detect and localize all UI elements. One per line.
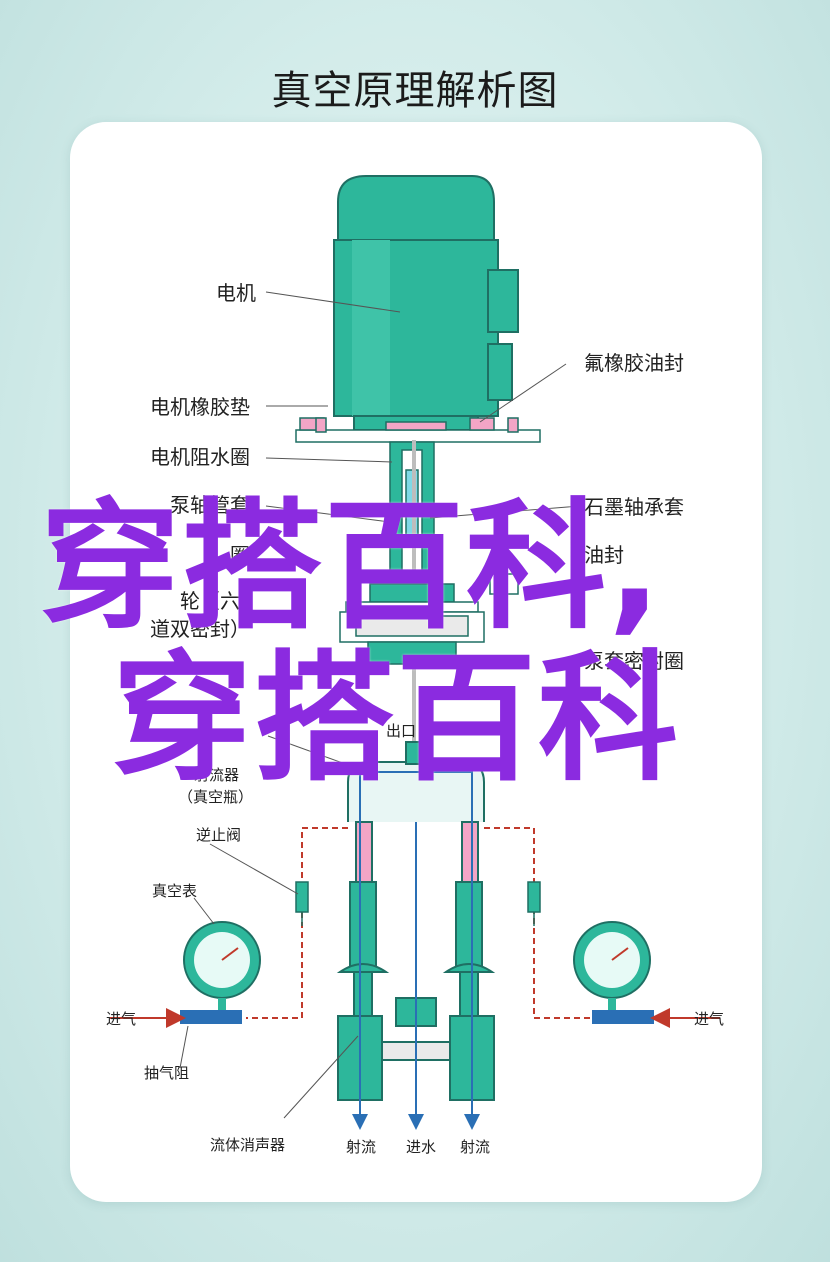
label-outlet-nozzle: 出口	[386, 722, 416, 740]
diagram-card: 电机 氟橡胶油封 电机橡胶垫 电机阻水圈 泵轴管套 石墨轴承套 圈 油封 轮（六…	[70, 122, 762, 1202]
label-jet-left: 射流	[346, 1138, 376, 1156]
watermark-line-1: 穿搭百科,	[40, 486, 664, 649]
label-muffler: 流体消声器	[210, 1136, 285, 1154]
label-motor: 电机	[216, 281, 256, 305]
leader-lines	[179, 291, 581, 1119]
label-double-seal: 道双密封）	[150, 617, 250, 641]
watermark-line-2: 穿搭百科	[112, 638, 681, 801]
label-pump-sleeve: 泵轴管套	[170, 493, 250, 517]
label-check-valve: 逆止阀	[196, 826, 241, 844]
label-air-in-left: 进气	[106, 1010, 136, 1028]
label-jet-right: 射流	[460, 1138, 490, 1156]
label-ejector-bottle: （真空瓶）	[178, 788, 253, 806]
vacuum-pump-diagram: 电机 氟橡胶油封 电机橡胶垫 电机阻水圈 泵轴管套 石墨轴承套 圈 油封 轮（六…	[106, 175, 724, 1156]
vacuum-gauge-left	[110, 921, 261, 1028]
air-lines	[246, 827, 590, 1019]
label-graphite-bearing: 石墨轴承套	[584, 495, 684, 519]
motor	[333, 175, 519, 431]
flow-lines	[352, 771, 480, 1130]
label-water-in: 进水	[406, 1138, 436, 1156]
check-valve-right	[527, 881, 541, 926]
label-ring-seal: 圈	[230, 543, 250, 567]
label-ejector: 射流器	[194, 766, 239, 784]
label-oil-seal: 油封	[584, 543, 624, 567]
label-impeller: 轮（六	[180, 589, 240, 613]
label-mech-seal: 泵套密封圈	[584, 649, 684, 673]
label-motor-water-ring: 电机阻水圈	[150, 445, 250, 469]
page-title: 真空原理解析图	[271, 68, 559, 114]
vacuum-gauge-right	[573, 921, 720, 1028]
check-valve-left	[295, 881, 309, 926]
motor-flange	[295, 417, 541, 443]
label-motor-gasket: 电机橡胶垫	[150, 395, 250, 419]
label-air-in-right: 进气	[694, 1010, 724, 1028]
label-fluoro-seal: 氟橡胶油封	[584, 351, 684, 375]
label-suction-resist: 抽气阻	[144, 1064, 189, 1082]
pump-housing	[339, 573, 519, 665]
label-vacuum-gauge: 真空表	[152, 882, 197, 900]
